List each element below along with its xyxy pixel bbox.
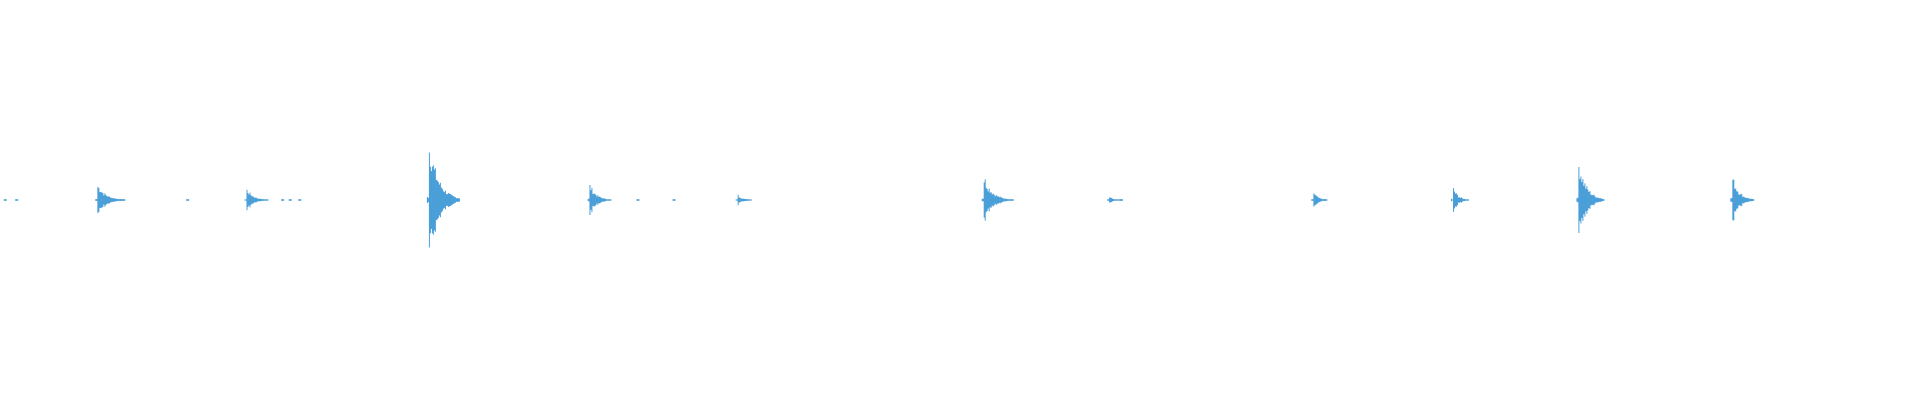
transient-9 — [1451, 188, 1469, 212]
blip-7 — [298, 199, 302, 201]
blip-5 — [281, 199, 285, 201]
blip-3 — [121, 199, 125, 201]
blip-10 — [744, 199, 748, 201]
transient-1 — [95, 186, 126, 214]
transient-10 — [1576, 167, 1605, 233]
waveform-transients — [3, 152, 1755, 248]
blip-1 — [3, 199, 7, 201]
blip-6 — [288, 199, 292, 201]
blip-11 — [1010, 199, 1014, 201]
blip-2 — [15, 199, 19, 201]
blip-9 — [672, 199, 676, 201]
transient-11 — [1730, 179, 1755, 221]
transient-7 — [1107, 197, 1122, 203]
blip-12 — [1120, 199, 1123, 201]
transient-5 — [735, 194, 752, 206]
blip-4 — [186, 199, 190, 201]
transient-2 — [244, 189, 269, 211]
transient-3 — [426, 152, 460, 248]
transient-6 — [981, 179, 1012, 221]
blip-8 — [636, 199, 640, 201]
blip-13 — [1323, 199, 1327, 201]
transient-4 — [587, 185, 612, 215]
